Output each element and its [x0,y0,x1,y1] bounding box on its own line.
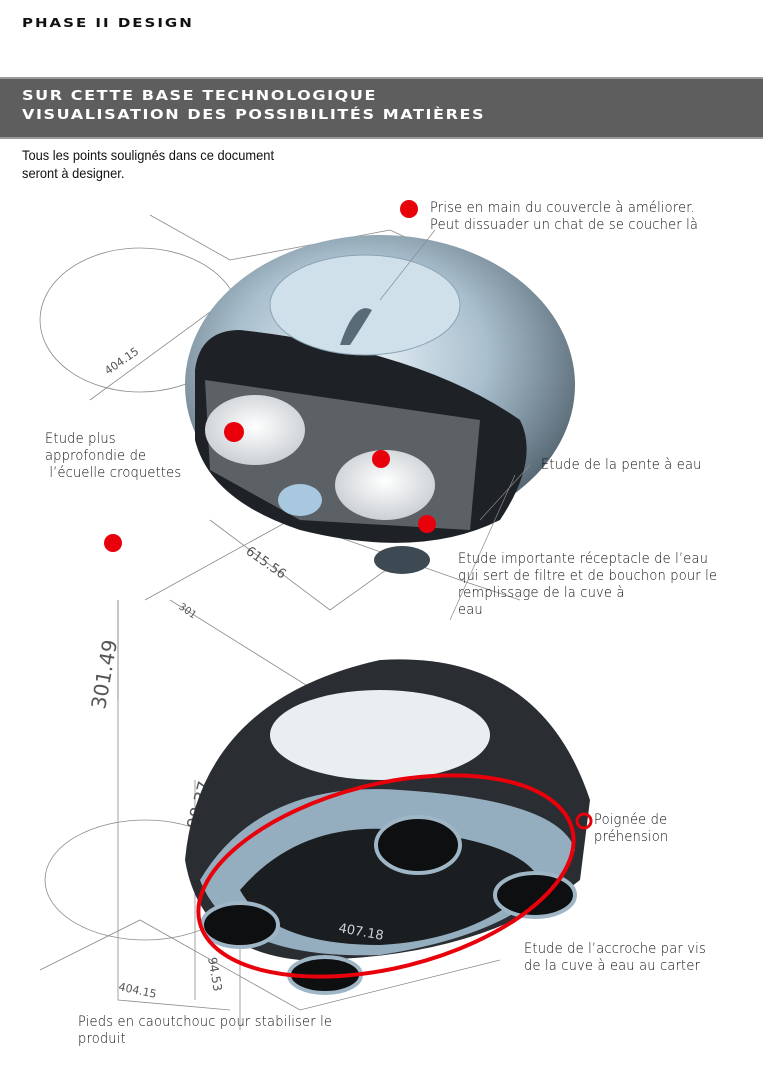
annotation-line: Etude de la pente à eau [541,457,702,473]
brand-title: Phase II Design [22,16,194,31]
marker-dot [400,200,418,218]
section-banner: Sur cette base technologique Visualisati… [0,77,763,139]
annotation-line: préhension [594,829,669,845]
annotation-line: Etude plus [45,431,116,447]
dimension-label: 404.15 [102,345,141,378]
marker-dot [418,515,436,533]
intro-line-2: seront à designer. [22,165,125,181]
annotation-line: qui sert de filtre et de bouchon pour le [458,568,718,584]
dimension-label: 94.53 [205,956,225,992]
markers [104,200,436,552]
annotation-line: Etude de l’accroche par vis [524,941,706,957]
banner-line-2: Visualisation des possibilités matières [22,106,486,123]
dimension-label: 301.49 [86,638,122,711]
marker-dot [104,534,122,552]
annotation-line: approfondie de [45,448,147,464]
marker-ellipse [196,773,576,979]
annotation-pente: Etude de la pente à eau [541,457,702,474]
annotation-line: Etude importante réceptacle de l’eau [458,551,709,567]
product-render-bottom [185,659,590,995]
marker-ring [575,812,593,830]
banner-line-1: Sur cette base technologique [22,87,377,104]
dimension-label: 404.15 [117,980,157,1001]
annotation-ecuelle: Etude plus approfondie de l’écuelle croq… [45,431,181,482]
annotation-line: Prise en main du couvercle à améliorer. [430,200,695,216]
marker-dot [224,422,244,442]
annotation-pieds: Pieds en caoutchouc pour stabiliser le p… [78,1014,332,1048]
annotation-line: l’écuelle croquettes [45,465,182,481]
product-render-top [185,235,575,574]
intro-line-1: Tous les points soulignés dans ce docume… [22,147,275,163]
annotation-poignee: Poignée de préhension [594,812,668,846]
dimension-label: 615.56 [243,544,289,582]
annotation-line: eau [458,602,483,618]
marker-dot [372,450,390,468]
annotation-line: Poignée de [594,812,668,828]
annotation-line: Peut dissuader un chat de se coucher là [430,217,699,233]
intro-text: Tous les points soulignés dans ce docume… [22,146,274,182]
dimension-label: 301 [176,601,198,621]
annotation-couvercle: Prise en main du couvercle à améliorer. … [430,200,698,234]
annotation-accroche: Etude de l’accroche par vis de la cuve à… [524,941,706,975]
annotation-line: produit [78,1031,126,1047]
annotation-receptacle: Etude importante réceptacle de l’eau qui… [458,551,717,619]
annotation-line: de la cuve à eau au carter [524,958,701,974]
annotation-line: remplissage de la cuve à [458,585,625,601]
annotation-line: Pieds en caoutchouc pour stabiliser le [78,1014,333,1030]
